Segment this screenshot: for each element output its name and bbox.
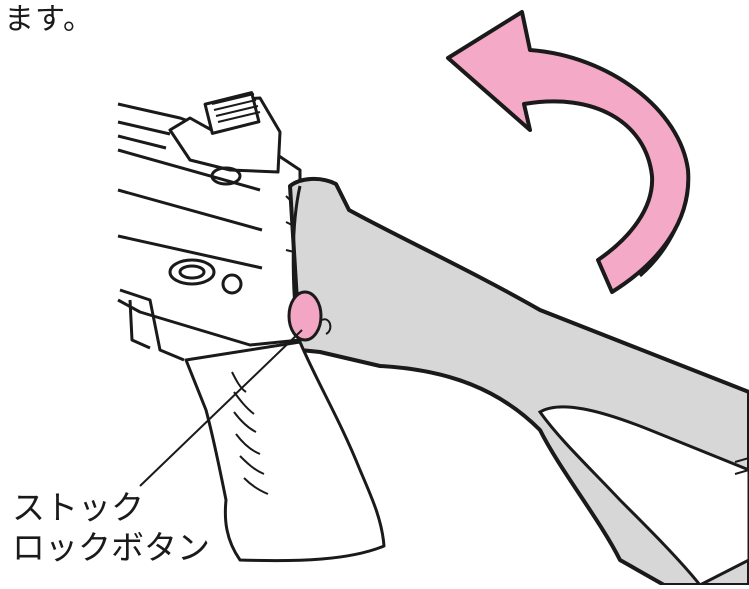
receiver: [118, 93, 300, 360]
rotate-arrow-icon: [448, 12, 688, 292]
stock-lock-button-label: ストック ロックボタン: [12, 488, 210, 568]
caption-text: ます。: [4, 0, 94, 38]
callout-line-2: ロックボタン: [12, 528, 210, 568]
callout-line-1: ストック: [12, 488, 210, 528]
pistol-grip: [186, 342, 384, 561]
